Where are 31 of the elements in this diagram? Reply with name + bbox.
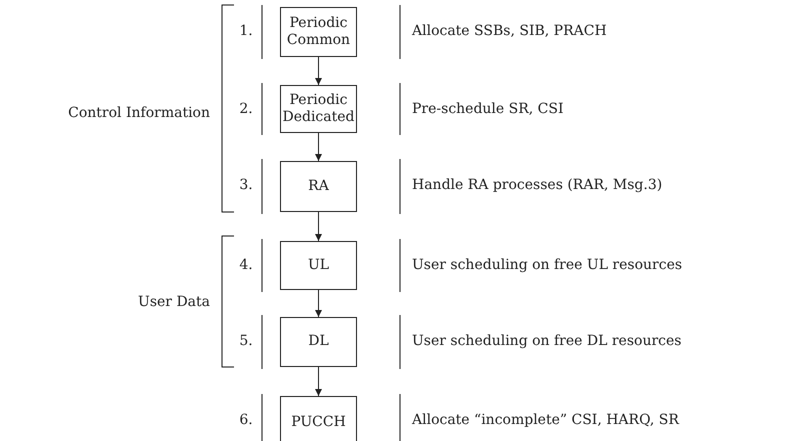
step-description: Pre-schedule SR, CSI [412, 100, 564, 118]
box-label: Periodic Dedicated [281, 92, 356, 126]
step-description: Allocate “incomplete” CSI, HARQ, SR [412, 411, 679, 429]
step-number: 5. [238, 332, 254, 350]
step-number: 3. [238, 176, 254, 194]
process-box [280, 7, 357, 57]
box-label: UL [308, 256, 330, 274]
arrow [315, 290, 322, 318]
process-box [280, 241, 357, 290]
process-box [280, 161, 357, 212]
process-box [280, 85, 357, 133]
box-label: DL [308, 333, 329, 351]
arrow [315, 212, 322, 242]
arrow [315, 366, 322, 396]
step-description: User scheduling on free UL resources [412, 256, 682, 274]
step-number: 6. [238, 411, 254, 429]
group-label: User Data [138, 293, 210, 311]
step-number: 2. [238, 100, 254, 118]
step-number: 4. [238, 256, 254, 274]
step-description: Handle RA processes (RAR, Msg.3) [412, 176, 662, 194]
process-box [280, 396, 357, 441]
arrow [315, 56, 322, 86]
step-description: Allocate SSBs, SIB, PRACH [412, 22, 607, 40]
box-label: RA [308, 178, 329, 196]
box-label: Periodic Common [286, 14, 352, 50]
arrow [315, 132, 322, 162]
step-description: User scheduling on free DL resources [412, 332, 682, 350]
group-label: Control Information [68, 104, 210, 122]
process-box [280, 317, 357, 367]
step-number: 1. [238, 22, 254, 40]
box-label: PUCCH [291, 414, 346, 432]
